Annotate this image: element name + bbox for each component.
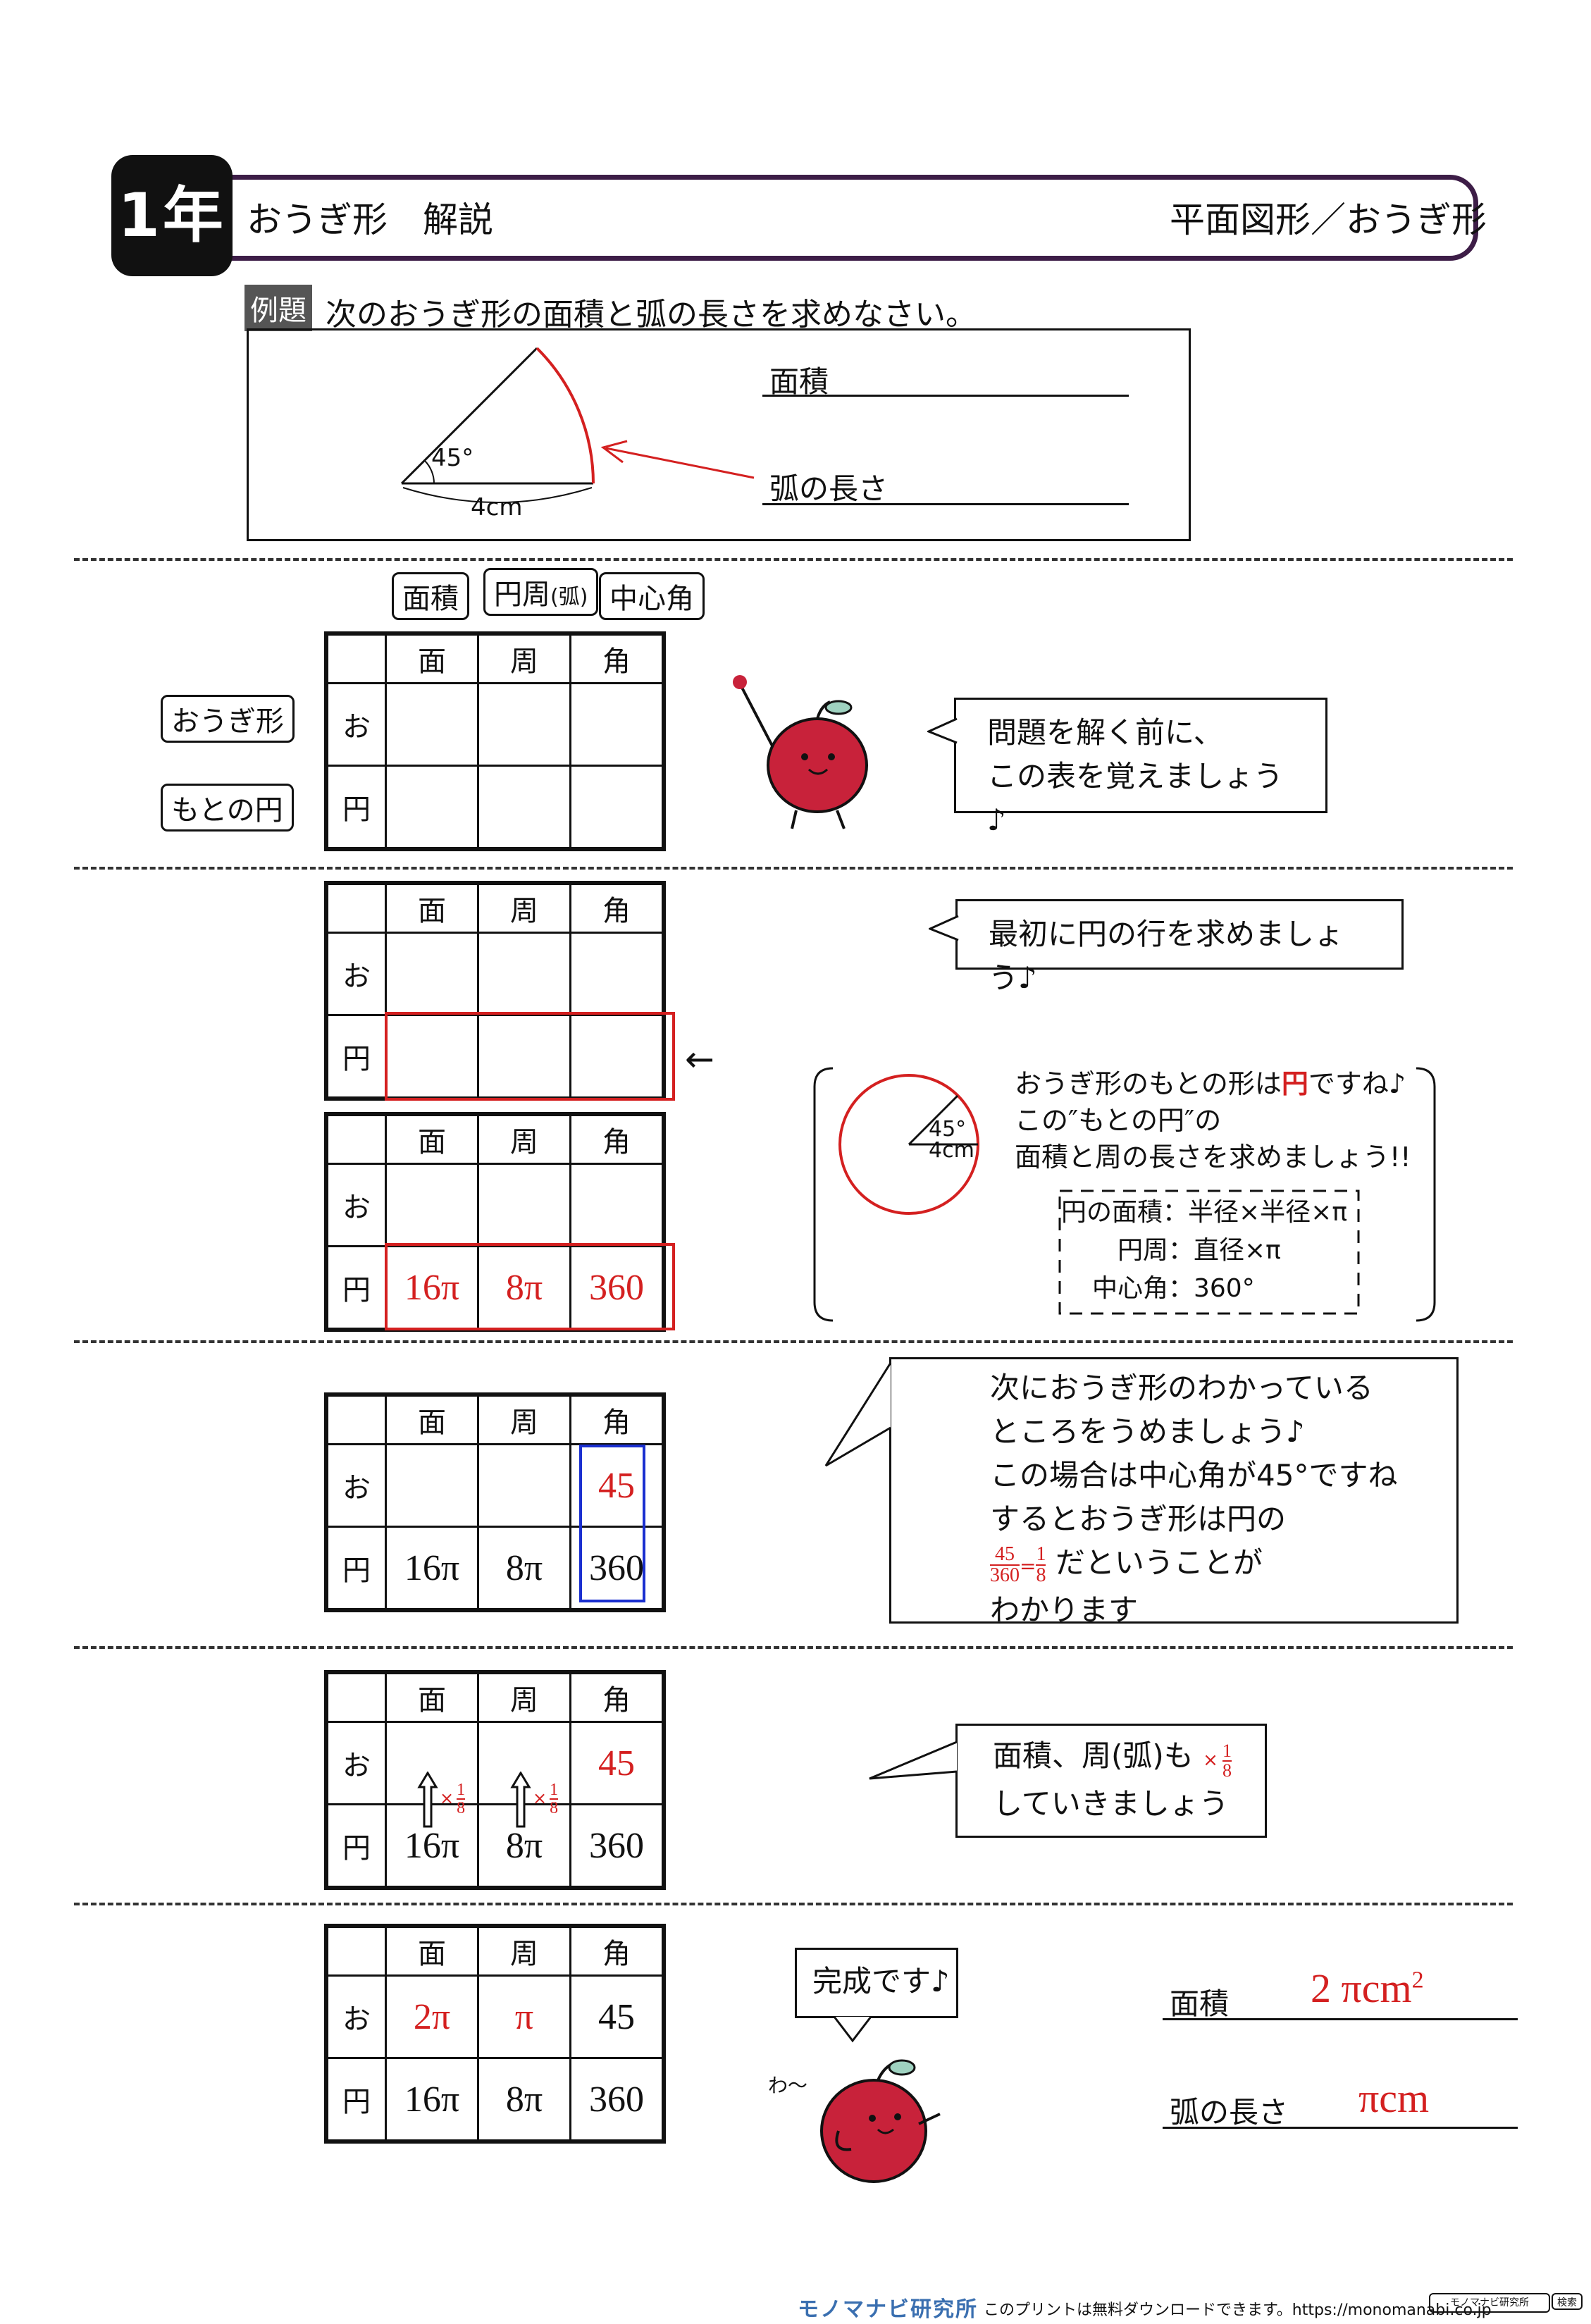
footer-note: このプリントは無料ダウンロードできます。https://monomanabi.c… [984, 2301, 1492, 2319]
divider [74, 1903, 1513, 1905]
tag-circle-row: もとの円 [161, 784, 294, 832]
tag-area: 面積 [392, 572, 469, 620]
bubble-tail [833, 2016, 872, 2043]
formula-box: 円の面積：半径×半径×π 円周：直径×π 中心角：360° [1061, 1198, 1348, 1303]
example-area-label: 面積 [769, 364, 829, 399]
final-area-line [1163, 2018, 1518, 2020]
example-figure-box [247, 328, 1191, 541]
final-area-label: 面積 [1170, 1986, 1230, 2021]
tag-central-angle: 中心角 [599, 572, 705, 620]
final-area-value: 2 πcm2 [1311, 1965, 1424, 2011]
bubble-intro: 問題を解く前に、この表を覚えましょう♪ [954, 698, 1327, 837]
divider [74, 1646, 1513, 1649]
highlight-circle-row [385, 1012, 675, 1101]
note-bracket [813, 1067, 1436, 1322]
example-question: 次のおうぎ形の面積と弧の長さを求めなさい。 [326, 297, 977, 333]
highlight-angle-column [579, 1445, 645, 1602]
pointer-arrow: ← [685, 1039, 714, 1080]
example-arc-label: 弧の長さ [769, 471, 889, 506]
tag-circumference: 円周(弧) [483, 568, 599, 616]
example-radius: 4cm [471, 493, 523, 521]
tag-sector-row: おうぎ形 [161, 695, 295, 743]
footer-logo: モノマナビ研究所 [798, 2297, 978, 2322]
divider [74, 558, 1513, 561]
final-arc-value: πcm [1358, 2075, 1430, 2121]
arc-answer-line [762, 503, 1129, 505]
bubble-tail [824, 1362, 892, 1467]
final-arc-label: 弧の長さ [1170, 2095, 1289, 2130]
bubble-step2: 次におうぎ形のわかっている ところをうめましょう♪ この場合は中心角が45°です… [889, 1357, 1459, 1627]
apple-happy-icon [820, 2059, 941, 2183]
header-bar [224, 175, 1478, 261]
bubble-step1: 最初に円の行を求めましょう♪ [955, 899, 1404, 995]
highlight-circle-row-filled [385, 1243, 675, 1330]
up-arrow-icon [417, 1772, 438, 1828]
category-label: 平面図形／おうぎ形 [1170, 199, 1487, 240]
apple-mascot-icon [733, 675, 868, 829]
footer-search-box: モノマナビ研究所 [1429, 2293, 1550, 2313]
divider [74, 1340, 1513, 1343]
up-arrow-icon [510, 1772, 531, 1828]
circle-fig-labels: 45°4cm [929, 1117, 974, 1163]
final-arc-line [1163, 2127, 1518, 2129]
circle-note: おうぎ形のもとの形は円ですね♪ この″もとの円″の 面積と周の長さを求めましょう… [1015, 1068, 1411, 1173]
bubble-complete: 完成です♪ [795, 1948, 958, 2018]
page-title: おうぎ形 解説 [247, 199, 493, 240]
bubble-tail [869, 1741, 958, 1780]
bubble-tail [929, 915, 959, 941]
example-angle: 45° [431, 444, 474, 472]
bubble-tail [927, 717, 958, 744]
area-answer-line [762, 395, 1129, 397]
grade-badge: 1年 [111, 155, 233, 276]
sector-figure [400, 347, 755, 503]
divider [74, 867, 1513, 870]
example-tag: 例題 [244, 285, 312, 331]
memo-table: 面周角 お 円 [324, 631, 666, 851]
footer-search-button: 検索 [1552, 2293, 1583, 2310]
apple-sound: わ〜 [768, 2074, 808, 2097]
